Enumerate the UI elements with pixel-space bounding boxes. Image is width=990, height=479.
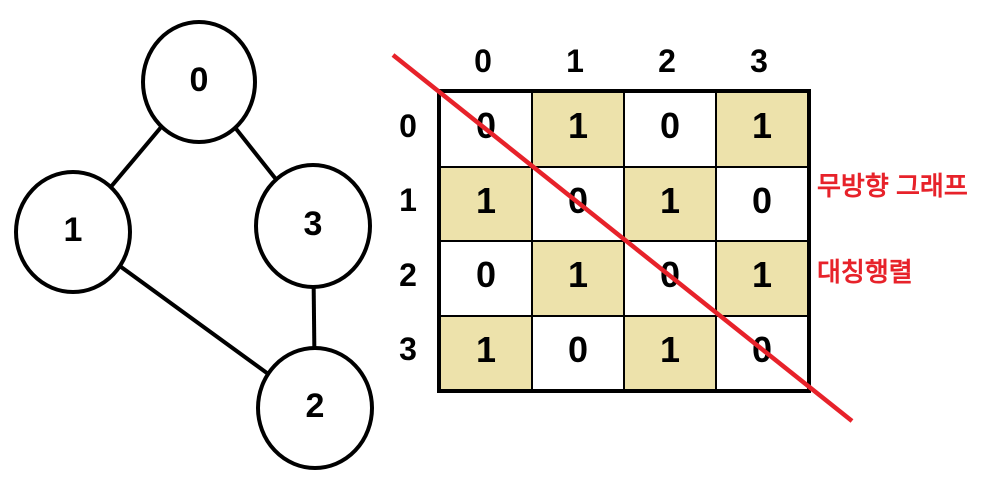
graph-node-circle-2 <box>256 346 374 470</box>
matrix-col-header-3: 3 <box>750 42 768 79</box>
graph-node-circle-3 <box>254 163 372 289</box>
matrix-cell: 0 <box>624 241 716 316</box>
undirected-graph-annotation: 무방향 그래프 <box>817 171 968 201</box>
matrix-cell: 1 <box>624 166 716 241</box>
matrix-cell: 0 <box>440 92 532 167</box>
matrix-cell: 1 <box>532 92 624 167</box>
matrix-cell: 1 <box>624 315 716 390</box>
matrix-row-header-1: 1 <box>399 182 417 219</box>
matrix-cell: 0 <box>624 92 716 167</box>
matrix-cell: 1 <box>532 241 624 316</box>
matrix-row-header-0: 0 <box>399 107 417 144</box>
graph-node-label-0: 0 <box>190 61 209 99</box>
graph-node-label-1: 1 <box>64 211 83 249</box>
matrix-cell: 0 <box>532 166 624 241</box>
matrix-col-header-0: 0 <box>474 42 492 79</box>
matrix-cell: 1 <box>716 241 808 316</box>
graph-node-label-3: 3 <box>304 205 323 243</box>
matrix-cell: 0 <box>532 315 624 390</box>
matrix-cell: 0 <box>716 315 808 390</box>
matrix-cell: 1 <box>440 166 532 241</box>
matrix-cell: 0 <box>440 241 532 316</box>
matrix-cell: 0 <box>716 166 808 241</box>
graph-node-circle-1 <box>14 170 132 294</box>
matrix-col-header-1: 1 <box>566 42 584 79</box>
matrix-cell: 1 <box>440 315 532 390</box>
matrix-row-header-2: 2 <box>399 256 417 293</box>
adjacency-matrix: 0 1 0 1 1 0 1 0 0 1 0 1 1 0 1 0 <box>437 89 811 393</box>
matrix-col-header-2: 2 <box>658 42 676 79</box>
graph-node-circle-0 <box>141 20 257 144</box>
symmetric-matrix-annotation: 대칭행렬 <box>817 257 913 287</box>
graph-node-label-2: 2 <box>306 387 325 425</box>
matrix-row-header-3: 3 <box>399 331 417 368</box>
matrix-cell: 1 <box>716 92 808 167</box>
